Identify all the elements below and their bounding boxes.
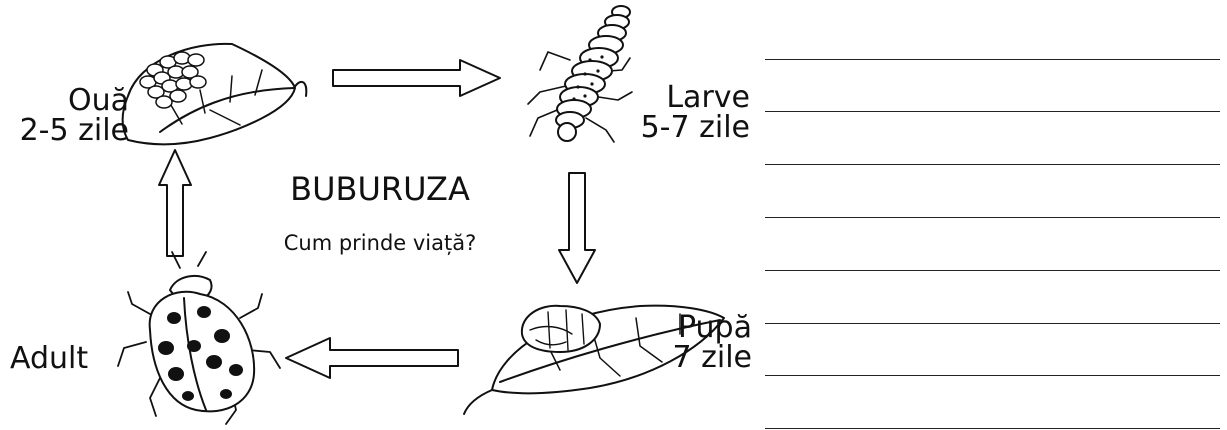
writing-line[interactable] (765, 59, 1220, 60)
writing-line[interactable] (765, 164, 1220, 165)
pupa-label: Pupă 7 zile (650, 313, 752, 373)
eggs-stage-duration: 2-5 zile (0, 116, 129, 146)
diagram-subtitle: Cum prinde viață? (250, 230, 510, 256)
writing-line[interactable] (765, 111, 1220, 112)
writing-line[interactable] (765, 270, 1220, 271)
writing-line[interactable] (765, 323, 1220, 324)
larva-label: Larve 5-7 zile (630, 83, 750, 143)
larva-illustration (528, 6, 632, 142)
pupa-stage-duration: 7 zile (650, 343, 752, 373)
ladybug-adult-illustration (118, 252, 280, 424)
writing-line[interactable] (765, 375, 1220, 376)
adult-stage-name: Adult (10, 344, 88, 374)
eggs-label: Ouă 2-5 zile (0, 86, 129, 146)
adult-label: Adult (10, 344, 88, 374)
diagram-title: BUBURUZA (255, 171, 505, 207)
writing-line[interactable] (765, 217, 1220, 218)
larva-stage-name: Larve (630, 83, 750, 113)
arrow-pupa-to-adult (286, 338, 458, 378)
arrow-eggs-to-larva (333, 60, 500, 96)
pupa-stage-name: Pupă (650, 313, 752, 343)
arrow-larva-to-pupa (559, 173, 595, 283)
larva-stage-duration: 5-7 zile (630, 113, 750, 143)
writing-line[interactable] (765, 428, 1220, 429)
eggs-stage-name: Ouă (0, 86, 129, 116)
eggs-on-leaf-illustration (123, 44, 307, 144)
arrow-adult-to-eggs (159, 150, 191, 256)
